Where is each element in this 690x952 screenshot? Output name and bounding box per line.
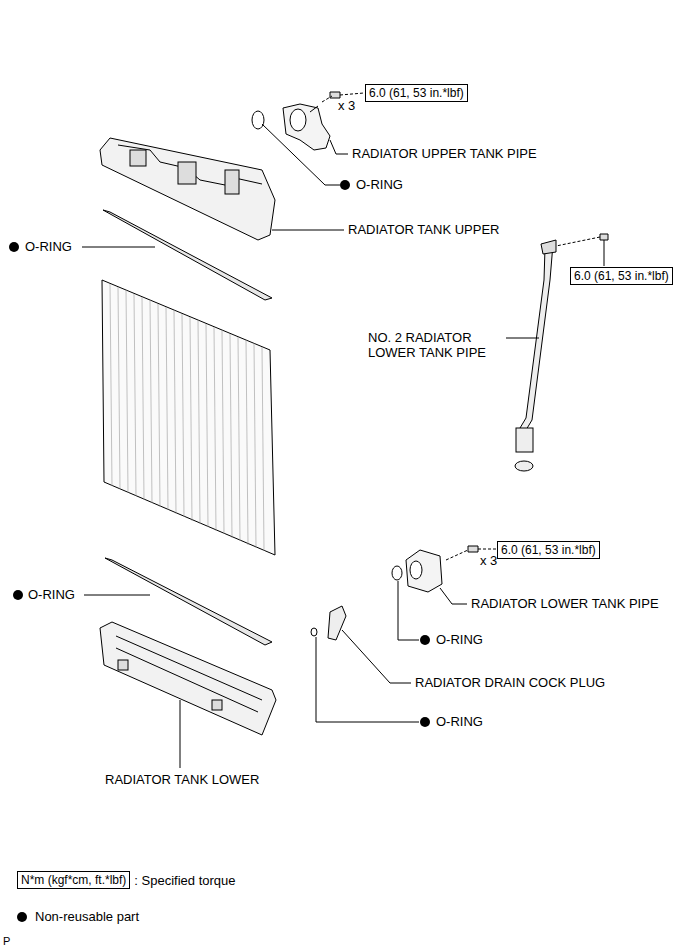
torque-value: 6.0 (61, 53 in.*lbf)	[574, 269, 669, 283]
quantity-note: x 3	[338, 98, 355, 113]
part-label: RADIATOR UPPER TANK PIPE	[352, 146, 537, 161]
part-label: RADIATOR TANK UPPER	[348, 222, 499, 237]
legend-text: : Specified torque	[134, 873, 235, 888]
part-label: O-RING	[436, 714, 483, 729]
torque-legend-box: N*m (kgf*cm, ft.*lbf)	[17, 871, 130, 889]
torque-value: N*m (kgf*cm, ft.*lbf)	[21, 873, 126, 887]
part-label: RADIATOR DRAIN COCK PLUG	[415, 675, 605, 690]
legend-text: Non-reusable part	[35, 909, 139, 924]
part-label: O-RING	[28, 587, 75, 602]
quantity-note: x 3	[480, 553, 497, 568]
torque-value: 6.0 (61, 53 in.*lbf)	[501, 543, 596, 557]
legend-swatch	[15, 910, 29, 924]
part-label: O-RING	[356, 177, 403, 192]
part-label: RADIATOR TANK LOWER	[105, 772, 259, 787]
non-reusable-dot	[9, 180, 430, 727]
part-label: O-RING	[25, 239, 72, 254]
torque-box: 6.0 (61, 53 in.*lbf)	[365, 84, 468, 102]
torque-value: 6.0 (61, 53 in.*lbf)	[369, 86, 464, 100]
part-label: RADIATOR LOWER TANK PIPE	[471, 596, 659, 611]
torque-box: 6.0 (61, 53 in.*lbf)	[570, 267, 673, 285]
part-label: NO. 2 RADIATOR LOWER TANK PIPE	[368, 330, 506, 360]
torque-box: 6.0 (61, 53 in.*lbf)	[497, 541, 600, 559]
part-label: O-RING	[436, 632, 483, 647]
quantity-note: P	[3, 934, 10, 949]
